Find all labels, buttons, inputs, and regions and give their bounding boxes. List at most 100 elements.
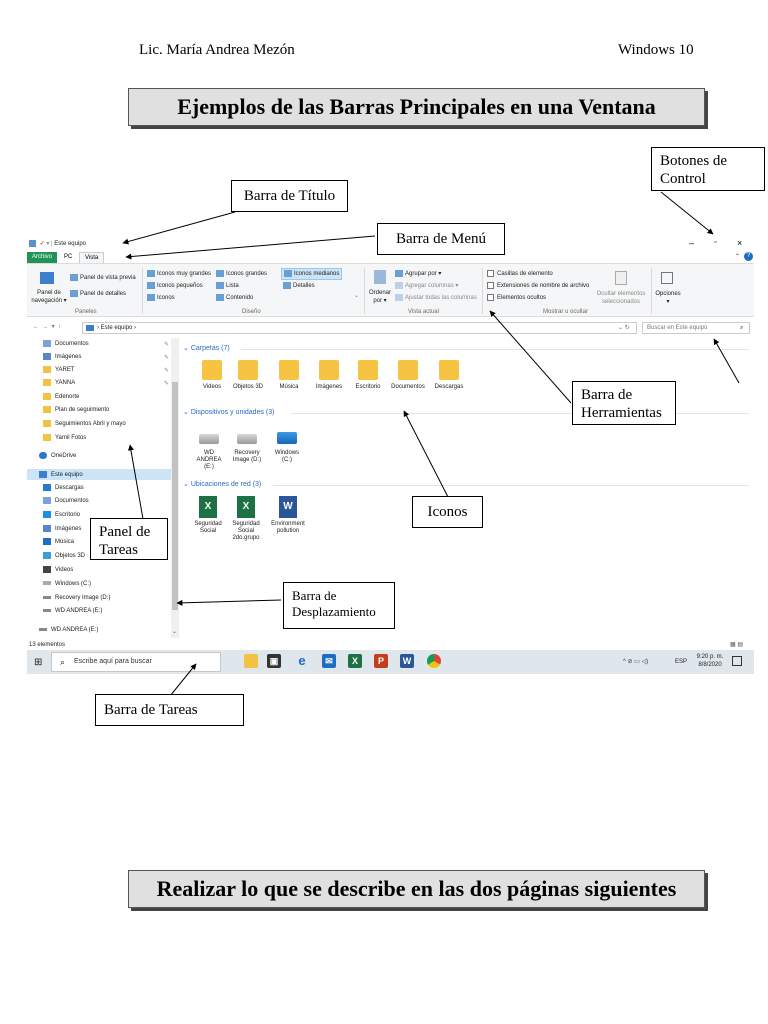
clock[interactable]: 9:20 p. m. 8/8/2020 [695, 653, 725, 669]
nav-item[interactable]: Windows (C:) [43, 579, 91, 589]
nav-item[interactable]: Escritorio [43, 510, 80, 520]
arrow-toolbar [489, 310, 572, 404]
nav-arrows[interactable]: ← → ▾ ↑ [33, 324, 62, 330]
checkbox[interactable] [487, 294, 494, 301]
nav-pane-button[interactable]: Panel de navegación ▾ [31, 290, 67, 304]
maximize-button[interactable]: ▫ [714, 239, 717, 246]
help-icon[interactable]: ? [744, 252, 753, 261]
edge-icon[interactable]: e [298, 653, 306, 668]
taskbar-search-input[interactable]: Escribe aquí para buscar [74, 658, 152, 665]
add-columns-button[interactable]: Agregar columnas ▾ [395, 282, 458, 290]
search-box[interactable]: Buscar en Este equipo ⌕ [642, 322, 750, 334]
nav-item[interactable]: Documentos [43, 496, 89, 506]
folder-item[interactable]: Objetos 3D [228, 360, 268, 391]
system-tray-icons[interactable]: ^ ⊘ ▭ ◁) [623, 659, 649, 665]
layout-icons[interactable]: Iconos [147, 294, 175, 302]
tab-vista[interactable]: Vista [79, 252, 105, 263]
layout-details[interactable]: Detalles [283, 282, 315, 290]
tab-pc[interactable]: PC [64, 254, 73, 260]
hide-selected-button[interactable]: Ocultar elementos seleccionados [596, 291, 646, 305]
scroll-down-icon[interactable]: ⌄ [172, 629, 178, 635]
drive-item[interactable]: Windows (C:) [271, 428, 303, 464]
word-icon[interactable]: W [400, 654, 414, 668]
taskbar-search-box[interactable]: ⌕ Escribe aquí para buscar [51, 652, 221, 672]
main-title: Ejemplos de las Barras Principales en un… [128, 88, 705, 126]
folder-item[interactable]: Descargas [429, 360, 469, 391]
nav-item[interactable]: YARET [43, 365, 75, 375]
layout-medium-icons[interactable]: Iconos medianos [281, 268, 343, 281]
mail-icon[interactable]: ✉ [322, 654, 336, 668]
drive-item[interactable]: WD ANDREA (E:) [193, 428, 225, 471]
folder-item[interactable]: Música [269, 360, 309, 391]
ribbon-toolbar: Panel de navegación ▾ Panel de vista pre… [27, 263, 754, 317]
nav-item-este-equipo[interactable]: Este equipo [39, 470, 83, 480]
refresh-icon[interactable]: ⌄ ↻ [618, 325, 630, 331]
address-bar[interactable]: › Este equipo › ⌄ ↻ [82, 322, 637, 334]
layout-xl-icons[interactable]: Iconos muy grandes [147, 270, 211, 278]
folder-item[interactable]: Escritorio [348, 360, 388, 391]
section-network[interactable]: ⌄ Ubicaciones de red (3) [183, 481, 262, 488]
checkbox[interactable] [487, 270, 494, 277]
vertical-scrollbar[interactable]: ⌄ [171, 338, 179, 638]
preview-pane-button[interactable]: Panel de vista previa [70, 274, 136, 282]
sort-button[interactable]: Ordenar por ▾ [368, 290, 391, 304]
nav-item[interactable]: Seguimientos Abril y mayo [43, 419, 126, 429]
layout-large-icons[interactable]: Iconos grandes [216, 270, 267, 278]
language-indicator[interactable]: ESP [675, 659, 688, 665]
nav-item[interactable]: Yamil Fotos [43, 433, 86, 443]
nav-item[interactable]: Descargas [43, 483, 84, 493]
nav-item[interactable]: Videos [43, 565, 73, 575]
group-by-button[interactable]: Agrupar por ▾ [395, 270, 441, 278]
nav-label: WD ANDREA (E:) [51, 627, 99, 633]
nav-item[interactable]: Recovery Image (D:) [43, 593, 110, 603]
nav-item[interactable]: Documentos [43, 339, 89, 349]
nav-item[interactable]: Imágenes [43, 352, 81, 362]
notification-icon[interactable] [732, 656, 742, 666]
details-pane-button[interactable]: Panel de detalles [70, 290, 126, 298]
layout-list[interactable]: Lista [216, 282, 239, 290]
checkbox-item-boxes[interactable]: Casillas de elemento [487, 270, 553, 278]
list-icon [216, 282, 224, 289]
callout-task-pane: Panel de Tareas [90, 518, 168, 560]
nav-item-onedrive[interactable]: OneDrive [39, 451, 76, 461]
powerpoint-icon[interactable]: P [374, 654, 388, 668]
layout-small-icons[interactable]: Iconos pequeños [147, 282, 203, 290]
options-button[interactable]: Opciones ▾ [655, 291, 681, 305]
view-toggle-icons[interactable]: ▦ ▤ [730, 642, 744, 648]
nav-item[interactable]: Objetos 3D [43, 551, 85, 561]
folder-item[interactable]: Videos [192, 360, 232, 391]
folder-item[interactable]: Imágenes [309, 360, 349, 391]
nav-item[interactable]: Imágenes [43, 524, 81, 534]
folder-item[interactable]: Documentos [389, 360, 427, 391]
search-icon[interactable]: ⌕ [740, 325, 744, 331]
section-devices[interactable]: ⌄ Dispositivos y unidades (3) [183, 409, 275, 416]
chrome-icon[interactable] [427, 654, 441, 668]
file-explorer-icon[interactable] [244, 654, 258, 668]
section-folders[interactable]: ⌄ Carpetas (7) [183, 345, 230, 352]
tab-archivo[interactable]: Archivo [27, 252, 58, 263]
expand-ribbon-icon[interactable]: ⌃ [735, 254, 741, 260]
drive-item[interactable]: Recovery Image (D:) [231, 428, 263, 464]
close-button[interactable]: × [737, 238, 743, 248]
windows-start-icon[interactable]: ⊞ [34, 657, 43, 668]
nav-item[interactable]: Plan de seguimiento [43, 405, 109, 415]
checkbox-extensions[interactable]: Extensiones de nombre de archivo [487, 282, 589, 290]
checkbox[interactable] [487, 282, 494, 289]
fit-columns-button[interactable]: Ajustar todas las columnas [395, 294, 477, 302]
checkbox-hidden-items[interactable]: Elementos ocultos [487, 294, 546, 302]
nav-item[interactable]: WD ANDREA (E:) [43, 606, 102, 616]
excel-icon[interactable]: X [348, 654, 362, 668]
store-icon[interactable]: ▣ [267, 654, 281, 668]
nav-item[interactable]: WD ANDREA (E:) [39, 625, 98, 635]
nav-item[interactable]: Música [43, 537, 74, 547]
layout-more-icon[interactable]: ⌄ [354, 293, 360, 299]
scrollbar-thumb[interactable] [172, 382, 178, 610]
minimize-button[interactable]: – [689, 238, 695, 248]
nav-item[interactable]: Edenorte [43, 392, 79, 402]
search-input[interactable]: Buscar en Este equipo [647, 325, 708, 331]
layout-content[interactable]: Contenido [216, 294, 253, 302]
nav-item[interactable]: YANNA [43, 378, 75, 388]
